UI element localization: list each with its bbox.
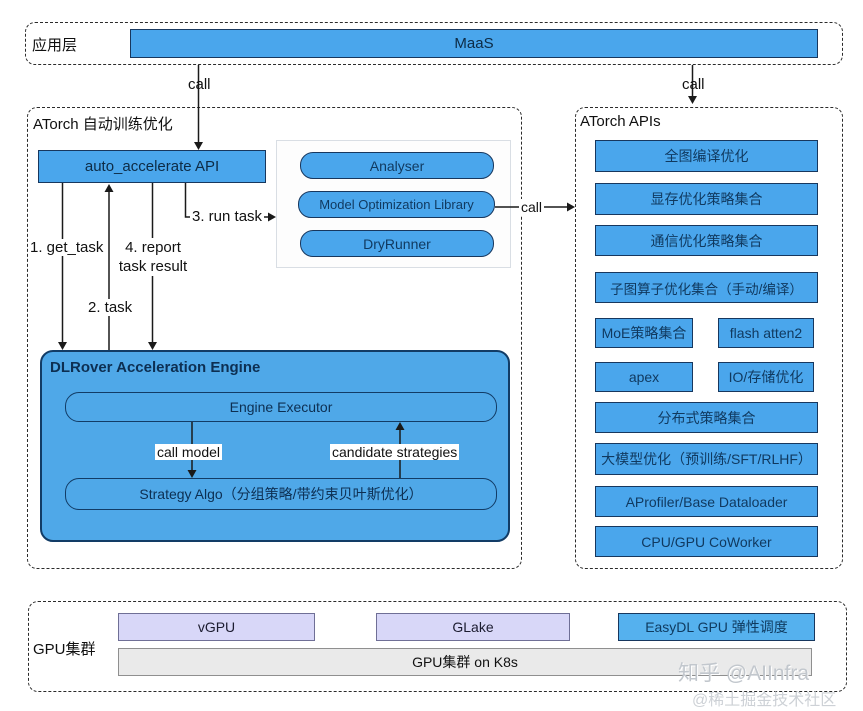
k8s-bar: GPU集群 on K8s — [118, 648, 812, 676]
easydl-box: EasyDL GPU 弹性调度 — [618, 613, 815, 641]
vgpu-box: vGPU — [118, 613, 315, 641]
run-task-label: 3. run task — [190, 208, 265, 225]
atorch-apis-panel — [575, 107, 843, 569]
api-item-memory-strategies: 显存优化策略集合 — [595, 183, 818, 215]
api-item-comm-strategies: 通信优化策略集合 — [595, 225, 818, 256]
atorch-auto-panel — [27, 107, 522, 569]
app-layer-label: 应用层 — [32, 37, 78, 54]
auto-accelerate-api-box: auto_accelerate API — [38, 150, 266, 183]
dryrunner-pill: DryRunner — [300, 230, 494, 257]
api-item-graph-compile: 全图编译优化 — [595, 140, 818, 172]
call-right-label: call — [682, 76, 705, 93]
model-optimization-library-pill: Model Optimization Library — [298, 191, 495, 218]
api-item-distributed: 分布式策略集合 — [595, 402, 818, 433]
api-item-llm-opt: 大模型优化（预训练/SFT/RLHF） — [595, 443, 818, 475]
watermark-zhihu: 知乎 @AIInfra — [678, 662, 810, 685]
glake-box: GLake — [376, 613, 570, 641]
gpu-cluster-label: GPU集群 — [33, 641, 96, 658]
report-label-line2: task result — [118, 258, 188, 275]
report-label: 4. report task result — [112, 238, 194, 276]
task-label: 2. task — [86, 299, 135, 316]
call-mid-label: call — [519, 199, 545, 215]
api-item-coworker: CPU/GPU CoWorker — [595, 526, 818, 557]
api-item-aprofiler: AProfiler/Base Dataloader — [595, 486, 818, 517]
call-left-label: call — [188, 76, 211, 93]
analyser-pill: Analyser — [300, 152, 494, 179]
dlrover-engine-title: DLRover Acceleration Engine — [50, 359, 261, 376]
report-label-line1: 4. report — [125, 239, 181, 256]
get-task-label: 1. get_task — [28, 239, 106, 256]
engine-executor-pill: Engine Executor — [65, 392, 497, 422]
api-item-flash-atten2: flash atten2 — [718, 318, 814, 348]
gpu-cluster-panel — [28, 601, 847, 692]
api-item-subgraph-ops: 子图算子优化集合（手动/编译） — [595, 272, 818, 303]
strategy-algo-pill: Strategy Algo（分组策略/带约束贝叶斯优化） — [65, 478, 497, 510]
atorch-apis-title: ATorch APIs — [580, 113, 661, 130]
app-layer-panel — [25, 22, 843, 65]
call-model-label: call model — [155, 444, 223, 460]
api-item-apex: apex — [595, 362, 693, 392]
api-item-moe: MoE策略集合 — [595, 318, 693, 348]
candidate-strategies-label: candidate strategies — [330, 444, 460, 460]
atorch-auto-title: ATorch 自动训练优化 — [33, 116, 173, 133]
watermark-juejin: @稀土掘金技术社区 — [692, 692, 837, 709]
maas-box: MaaS — [130, 29, 818, 58]
api-item-io-storage: IO/存储优化 — [718, 362, 814, 392]
